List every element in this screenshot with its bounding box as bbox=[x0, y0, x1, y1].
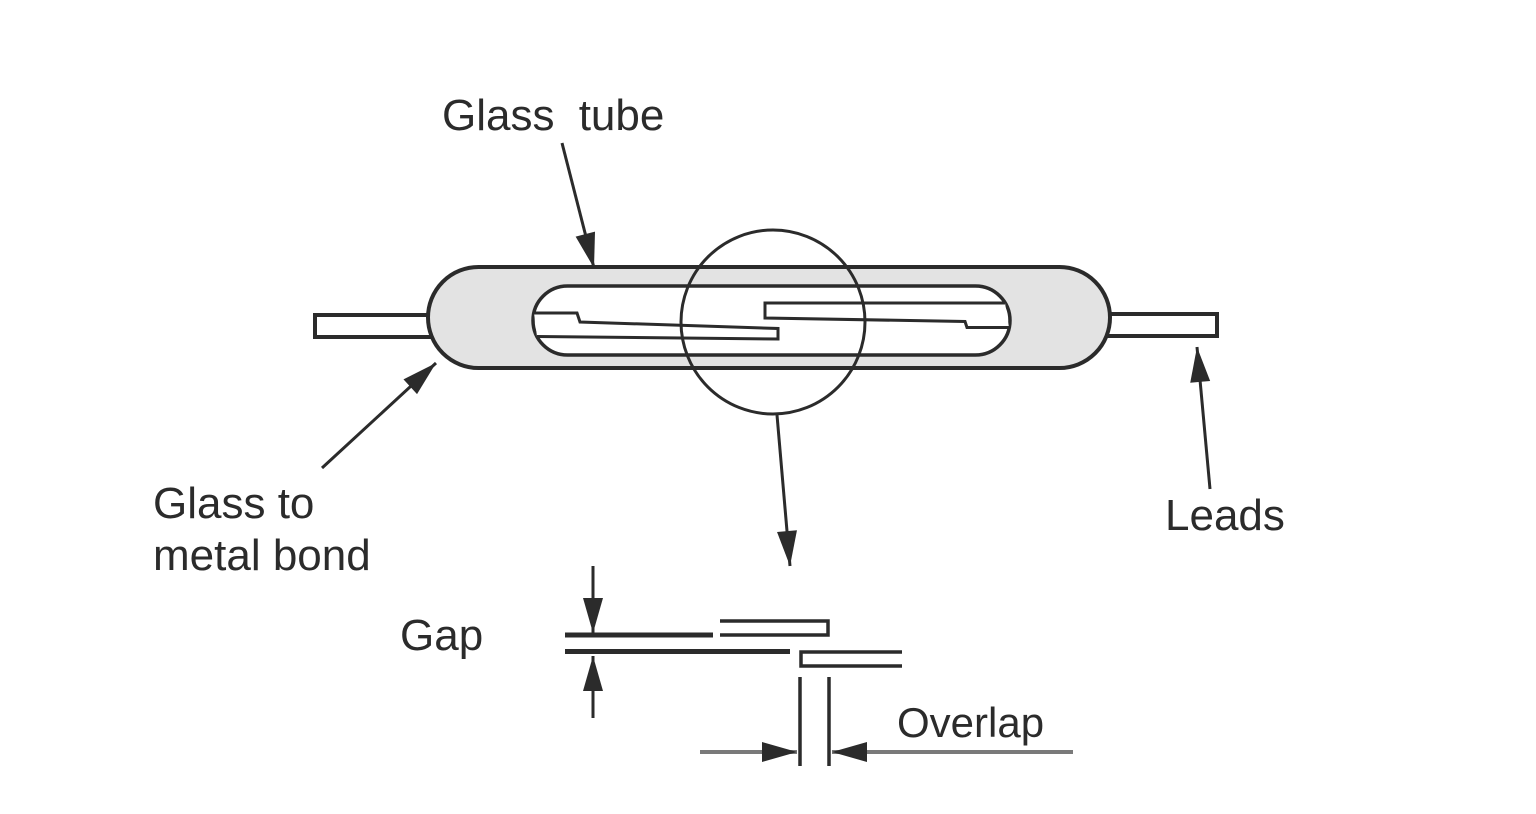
leads-arrow bbox=[1190, 346, 1212, 490]
glass-to-metal-bond-label-line2: metal bond bbox=[153, 531, 371, 580]
left-lead bbox=[313, 313, 434, 339]
detail-lower-blade-tip bbox=[799, 650, 902, 668]
overlap-label: Overlap bbox=[897, 699, 1044, 746]
glass-tube-label: Glass tube bbox=[442, 91, 664, 140]
glass-tube-arrow bbox=[560, 142, 596, 269]
detail-arrow bbox=[775, 414, 797, 567]
glass-to-metal-bond-label-line1: Glass to bbox=[153, 479, 314, 528]
detail-upper-blade-tip bbox=[720, 619, 830, 637]
glass-to-metal-bond-arrow bbox=[320, 361, 438, 470]
detail-zoom-circle bbox=[679, 228, 867, 416]
gap-label: Gap bbox=[400, 611, 483, 660]
right-lead bbox=[1104, 312, 1219, 338]
left-reed-blade bbox=[534, 311, 780, 341]
leads-label: Leads bbox=[1165, 491, 1285, 540]
